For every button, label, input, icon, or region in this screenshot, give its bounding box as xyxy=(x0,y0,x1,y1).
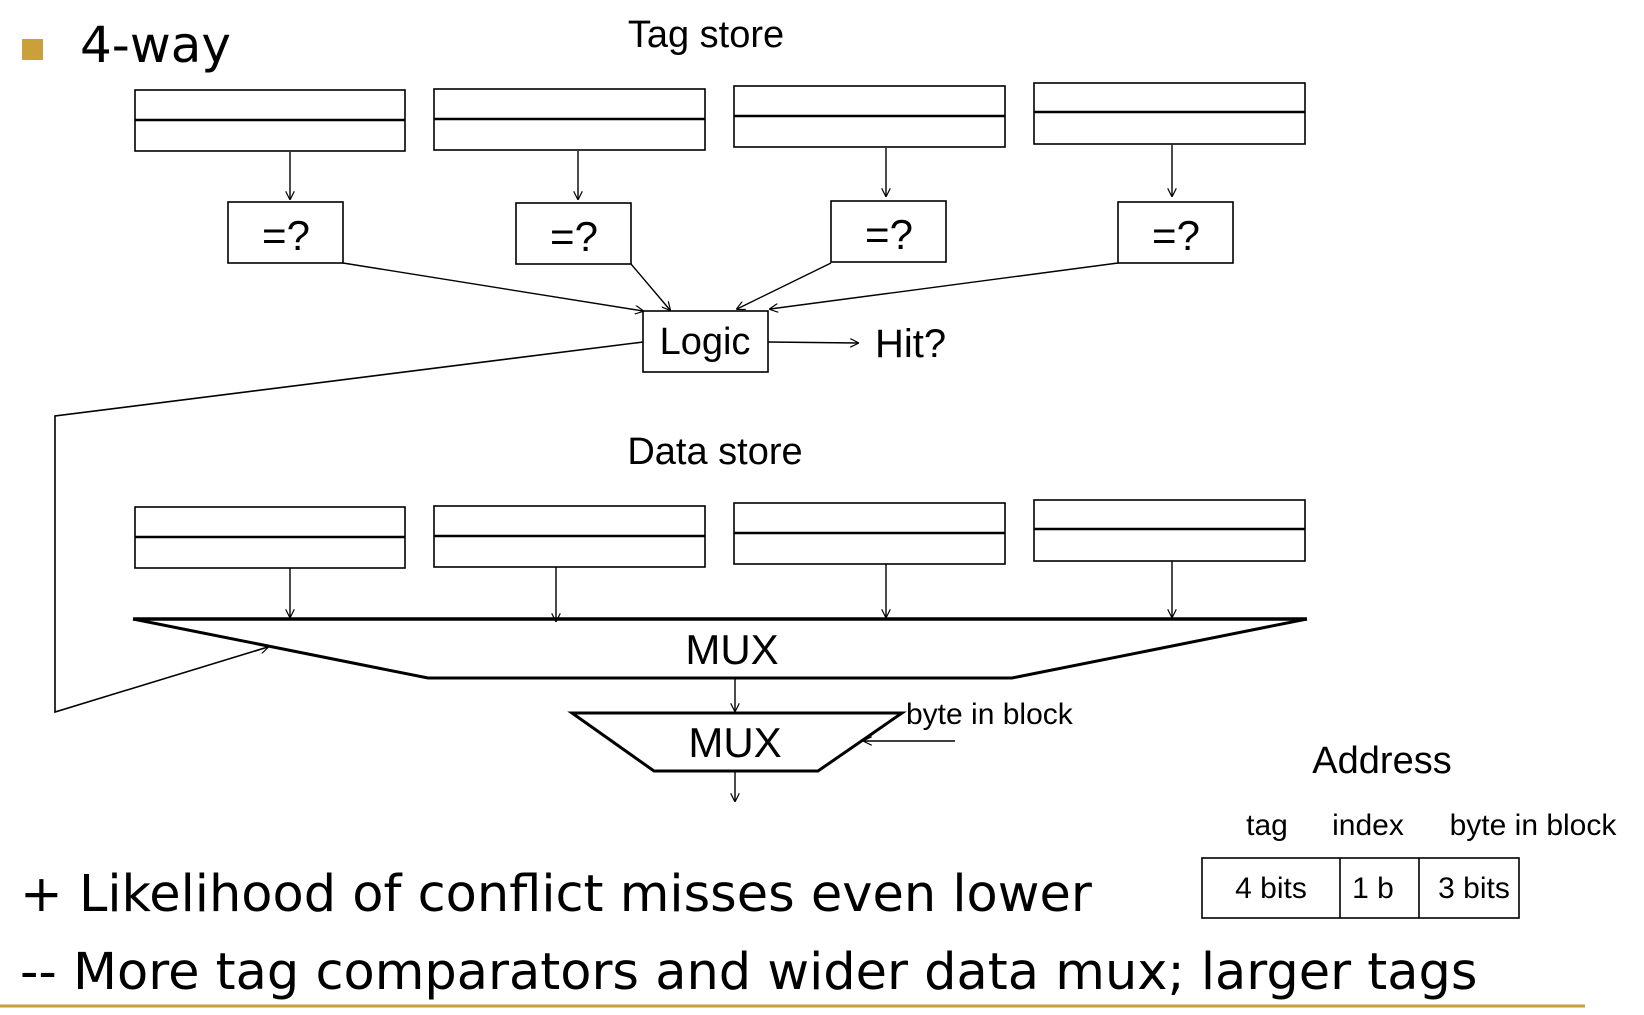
address-field-name-index: index xyxy=(1332,809,1404,842)
logic-block: Logic xyxy=(642,310,769,373)
address-field-width-byte: 3 bits xyxy=(1438,872,1510,905)
way-mux-label: MUX xyxy=(685,626,778,673)
logic-label: Logic xyxy=(660,321,751,363)
data-to-mux-arrows xyxy=(290,561,1172,621)
slide-heading: 4-way xyxy=(80,16,231,74)
comparator-4-label: =? xyxy=(1152,212,1200,259)
hit-label: Hit? xyxy=(875,322,946,366)
data-way-4 xyxy=(1033,499,1306,562)
comparator-3-label: =? xyxy=(865,211,913,258)
byte-in-block-input-label: byte in block xyxy=(906,698,1074,731)
comparator-4: =? xyxy=(1117,201,1234,264)
data-store-ways xyxy=(134,499,1306,569)
comparators: =? =? =? =? xyxy=(227,200,1234,265)
address-field-name-byte: byte in block xyxy=(1450,809,1618,842)
address-title: Address xyxy=(1312,740,1451,782)
comparator-2: =? xyxy=(515,202,632,265)
comparator-1: =? xyxy=(227,201,344,264)
address-field-name-tag: tag xyxy=(1246,809,1288,842)
cons-text: -- More tag comparators and wider data m… xyxy=(20,943,1477,1002)
address-format: Address tag index byte in block 4 bits 1… xyxy=(1201,740,1618,919)
way-select-line xyxy=(54,341,644,714)
tag-store-label: Tag store xyxy=(628,14,784,56)
address-field-width-tag: 4 bits xyxy=(1235,872,1307,905)
way-mux: MUX xyxy=(132,617,1308,680)
tag-way-1 xyxy=(134,89,406,152)
tag-to-comparator-arrows xyxy=(290,145,1172,199)
comparator-3: =? xyxy=(830,200,947,263)
comparator-1-label: =? xyxy=(262,212,310,259)
tag-store-ways xyxy=(134,82,1306,152)
tag-way-3 xyxy=(733,85,1006,148)
data-store-label: Data store xyxy=(627,431,802,473)
bullet-square xyxy=(22,39,43,60)
pros-text: + Likelihood of conflict misses even low… xyxy=(20,865,1092,924)
comparator-to-logic-arrows xyxy=(342,262,1119,311)
data-way-2 xyxy=(433,505,706,568)
tag-way-4 xyxy=(1033,82,1306,145)
byte-mux: MUX xyxy=(567,711,907,773)
byte-mux-label: MUX xyxy=(688,719,781,766)
data-way-1 xyxy=(134,506,406,569)
hit-arrow xyxy=(767,342,858,343)
data-way-3 xyxy=(733,502,1006,565)
tag-way-2 xyxy=(433,88,706,151)
comparator-2-label: =? xyxy=(550,213,598,260)
address-field-width-index: 1 b xyxy=(1352,872,1394,905)
